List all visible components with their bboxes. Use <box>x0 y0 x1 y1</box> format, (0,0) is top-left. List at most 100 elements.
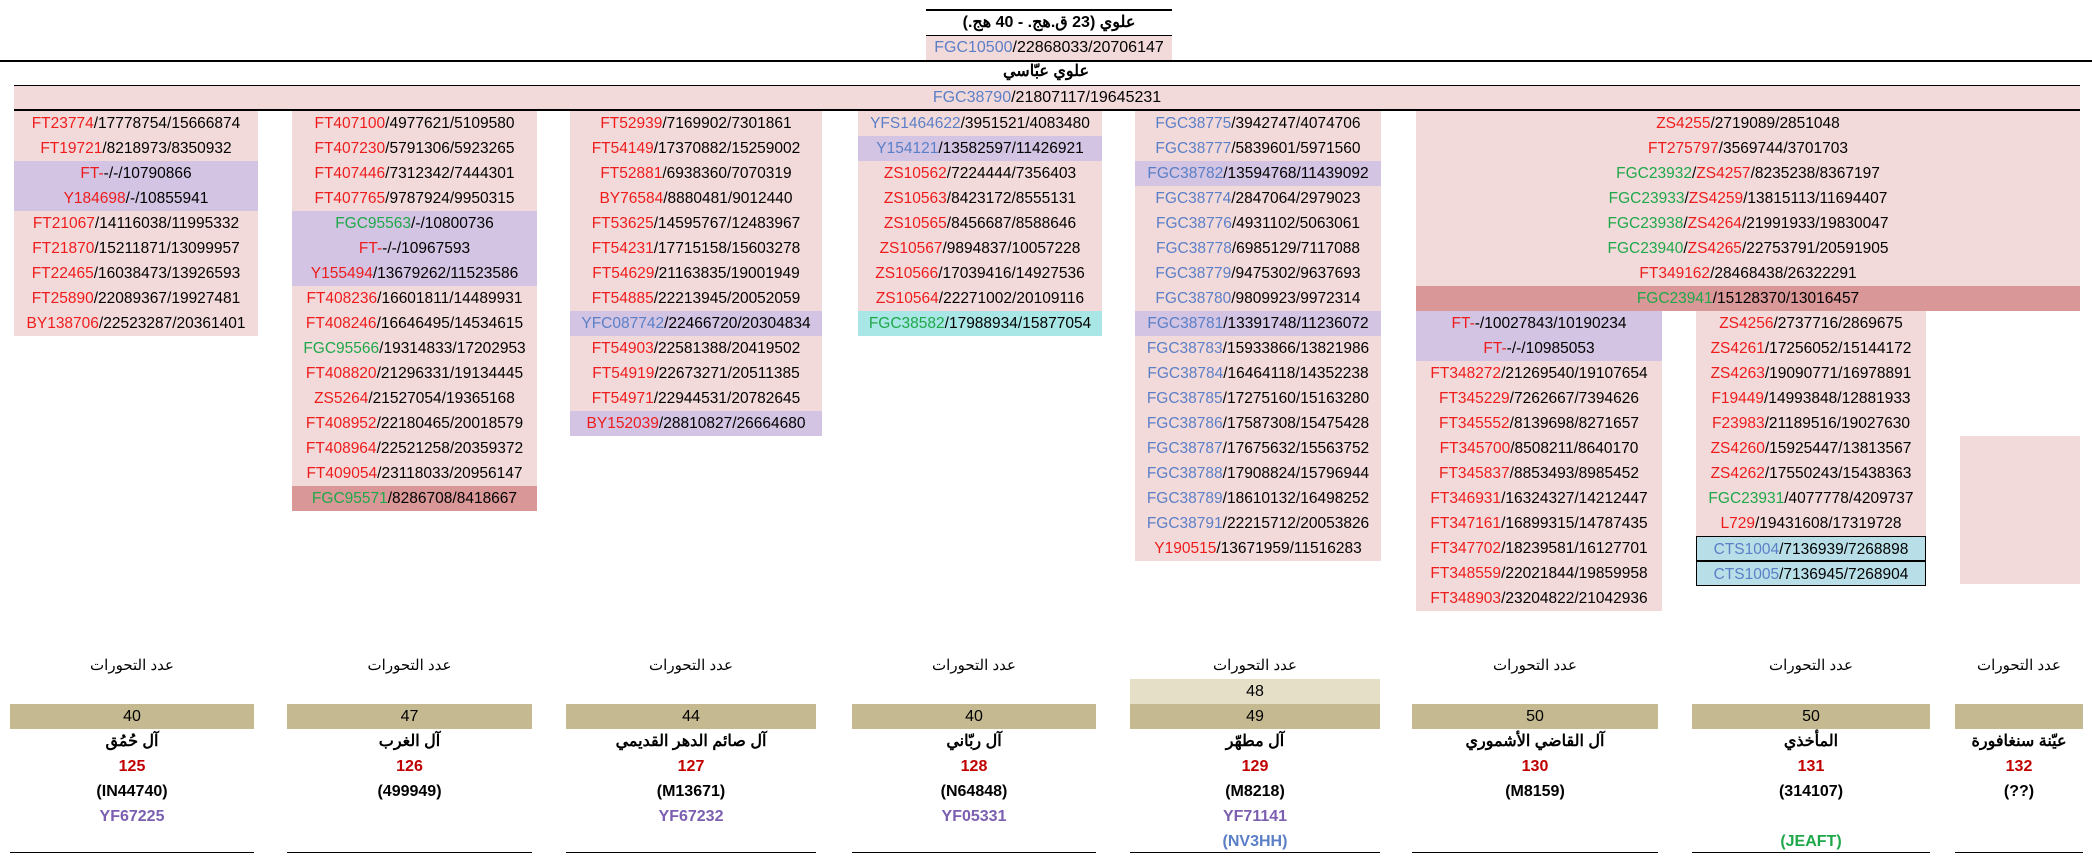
snp-name: FGC95566 <box>303 340 380 357</box>
snp-row: BY152039/28810827/26664680 <box>570 411 822 436</box>
snp-name: FT54629 <box>592 265 655 282</box>
snp-position: /16324327/14212447 <box>1501 490 1648 507</box>
snp-row: FT52881/6938360/7070319 <box>570 161 822 186</box>
snp-row: FGC38775/3942747/4074706 <box>1135 111 1381 136</box>
kit-id: (314107) <box>1778 783 1844 800</box>
snp-name: FT54919 <box>592 365 655 382</box>
family-underline <box>287 852 532 853</box>
snp-position: /22466720/20304834 <box>664 315 811 332</box>
snp-row: FT407765/9787924/9950315 <box>292 186 537 211</box>
snp-position: /8235238/8367197 <box>1750 165 1880 182</box>
snp-name: FT54971 <box>591 390 654 407</box>
snp-row: Y155494/13679262/11523586 <box>292 261 537 286</box>
family-number: 131 <box>1797 758 1825 775</box>
snp-row: ZS4262/17550243/15438363 <box>1696 461 1926 486</box>
snp-name: ZS10566 <box>875 265 939 282</box>
snp-name: FGC38774 <box>1155 190 1232 207</box>
snp-name: FT408246 <box>305 315 377 332</box>
snp-row: FT408952/22180465/20018579 <box>292 411 537 436</box>
snp-row: FT346931/16324327/14212447 <box>1416 486 1662 511</box>
snp-position: /6938360/7070319 <box>662 165 792 182</box>
snp-name: Y155494 <box>310 265 373 282</box>
snp-position: /22271002/20109116 <box>938 290 1085 307</box>
mutation-count: 50 <box>1692 704 1930 729</box>
snp-name: FGC23941 <box>1636 290 1713 307</box>
snp-name: FT409054 <box>306 465 378 482</box>
snp-name: BY76584 <box>599 190 664 207</box>
snp-position: /14116038/11995332 <box>94 215 240 232</box>
snp-name: ZS10563 <box>883 190 947 207</box>
snp-name: FGC38776 <box>1156 215 1232 232</box>
family-number: 128 <box>960 758 988 775</box>
snp-row: FGC38791/22215712/20053826 <box>1135 511 1381 536</box>
snp-row: Y154121/13582597/11426921 <box>858 136 1102 161</box>
mutation-count-alt: 48 <box>1130 679 1380 704</box>
snp-name: FT54149 <box>591 140 654 157</box>
snp-position: ZS4265 <box>1687 240 1742 257</box>
snp-position: /9809923/9972314 <box>1231 290 1361 307</box>
snp-row: FT--/-/10985053 <box>1416 336 1662 361</box>
snp-row: FT345229/7262667/7394626 <box>1416 386 1662 411</box>
snp-row: FT--/-/10967593 <box>292 236 537 261</box>
snp-name: FT408236 <box>306 290 378 307</box>
snp-row: Y190515/13671959/11516283 <box>1135 536 1381 561</box>
snp-row: FT408246/16646495/14534615 <box>292 311 537 336</box>
kit-id: (??) <box>2003 783 2035 800</box>
snp-row: FT345700/8508211/8640170 <box>1416 436 1662 461</box>
snp-row: FT54903/22581388/20419502 <box>570 336 822 361</box>
snp-name: FT348272 <box>1430 365 1502 382</box>
snp-name: FGC38781 <box>1147 315 1224 332</box>
snp-name: ZS4256 <box>1719 315 1774 332</box>
snp-position: /3951521/4083480 <box>960 115 1090 132</box>
mutation-count: 40 <box>10 704 254 729</box>
snp-position: /21163835/19001949 <box>654 265 800 282</box>
mutation-count: 47 <box>287 704 532 729</box>
snp-row: FT348272/21269540/19107654 <box>1416 361 1662 386</box>
terminal-snp-2: (JEAFT) <box>1780 833 1842 850</box>
snp-name: L729 <box>1720 515 1755 532</box>
terminal-snp-2: (NV3HH) <box>1222 833 1288 850</box>
snp-position: /17256052/15144172 <box>1764 340 1912 357</box>
snp-row: FT--/-/10790866 <box>14 161 258 186</box>
snp-name: FT408952 <box>305 415 377 432</box>
snp-name: FGC38775 <box>1155 115 1232 132</box>
snp-position: /22215712/20053826 <box>1222 515 1370 532</box>
snp-row: FT--/10027843/10190234 <box>1416 311 1662 336</box>
snp-row: ZS10567/9894837/10057228 <box>858 236 1102 261</box>
snp-position: /15933866/13821986 <box>1222 340 1370 357</box>
snp-position: /21527054/19365168 <box>368 390 515 407</box>
snp-name: FGC38782 <box>1147 165 1224 182</box>
snp-row: L729/19431608/17319728 <box>1696 511 1926 536</box>
snp-name: ZS10567 <box>879 240 943 257</box>
snp-row: FT54629/21163835/19001949 <box>570 261 822 286</box>
snp-row: FT19721/8218973/8350932 <box>14 136 258 161</box>
snp-position: /8880481/9012440 <box>663 190 793 207</box>
snp-name: YFC087742 <box>581 315 665 332</box>
family-underline <box>1692 852 1930 853</box>
snp-name: BY152039 <box>586 415 659 432</box>
kit-id: (M8159) <box>1505 783 1565 800</box>
header-root-snp: FGC10500/22868033/20706147 <box>926 36 1172 60</box>
snp-row: FGC38776/4931102/5063061 <box>1135 211 1381 236</box>
mutation-count-label: عدد التحورات <box>90 657 174 674</box>
snp-name: ZS4255 <box>1656 115 1711 132</box>
snp-position: /3942747/4074706 <box>1231 115 1361 132</box>
snp-name: YFS1464622 <box>870 115 961 132</box>
snp-row: FT349162/28468438/26322291 <box>1416 261 2080 286</box>
family-number: 125 <box>118 758 146 775</box>
terminal-snp: YF71141 <box>1222 808 1288 825</box>
snp-position: /13679262/11523586 <box>372 265 519 282</box>
snp-position: /19314833/17202953 <box>379 340 526 357</box>
header-rule-2 <box>0 60 2092 62</box>
snp-position: /13582597/11426921 <box>938 140 1084 157</box>
mutation-count-label: عدد التحورات <box>367 657 452 674</box>
snp-position: /21807117/19645231 <box>1011 89 1162 106</box>
snp-name: FGC38582 <box>868 315 945 332</box>
snp-name: FGC38777 <box>1155 140 1232 157</box>
mutation-count-label: عدد التحورات <box>1977 657 2061 674</box>
snp-position: /16646495/14534615 <box>376 315 524 332</box>
snp-name: Y190515 <box>1154 540 1217 557</box>
